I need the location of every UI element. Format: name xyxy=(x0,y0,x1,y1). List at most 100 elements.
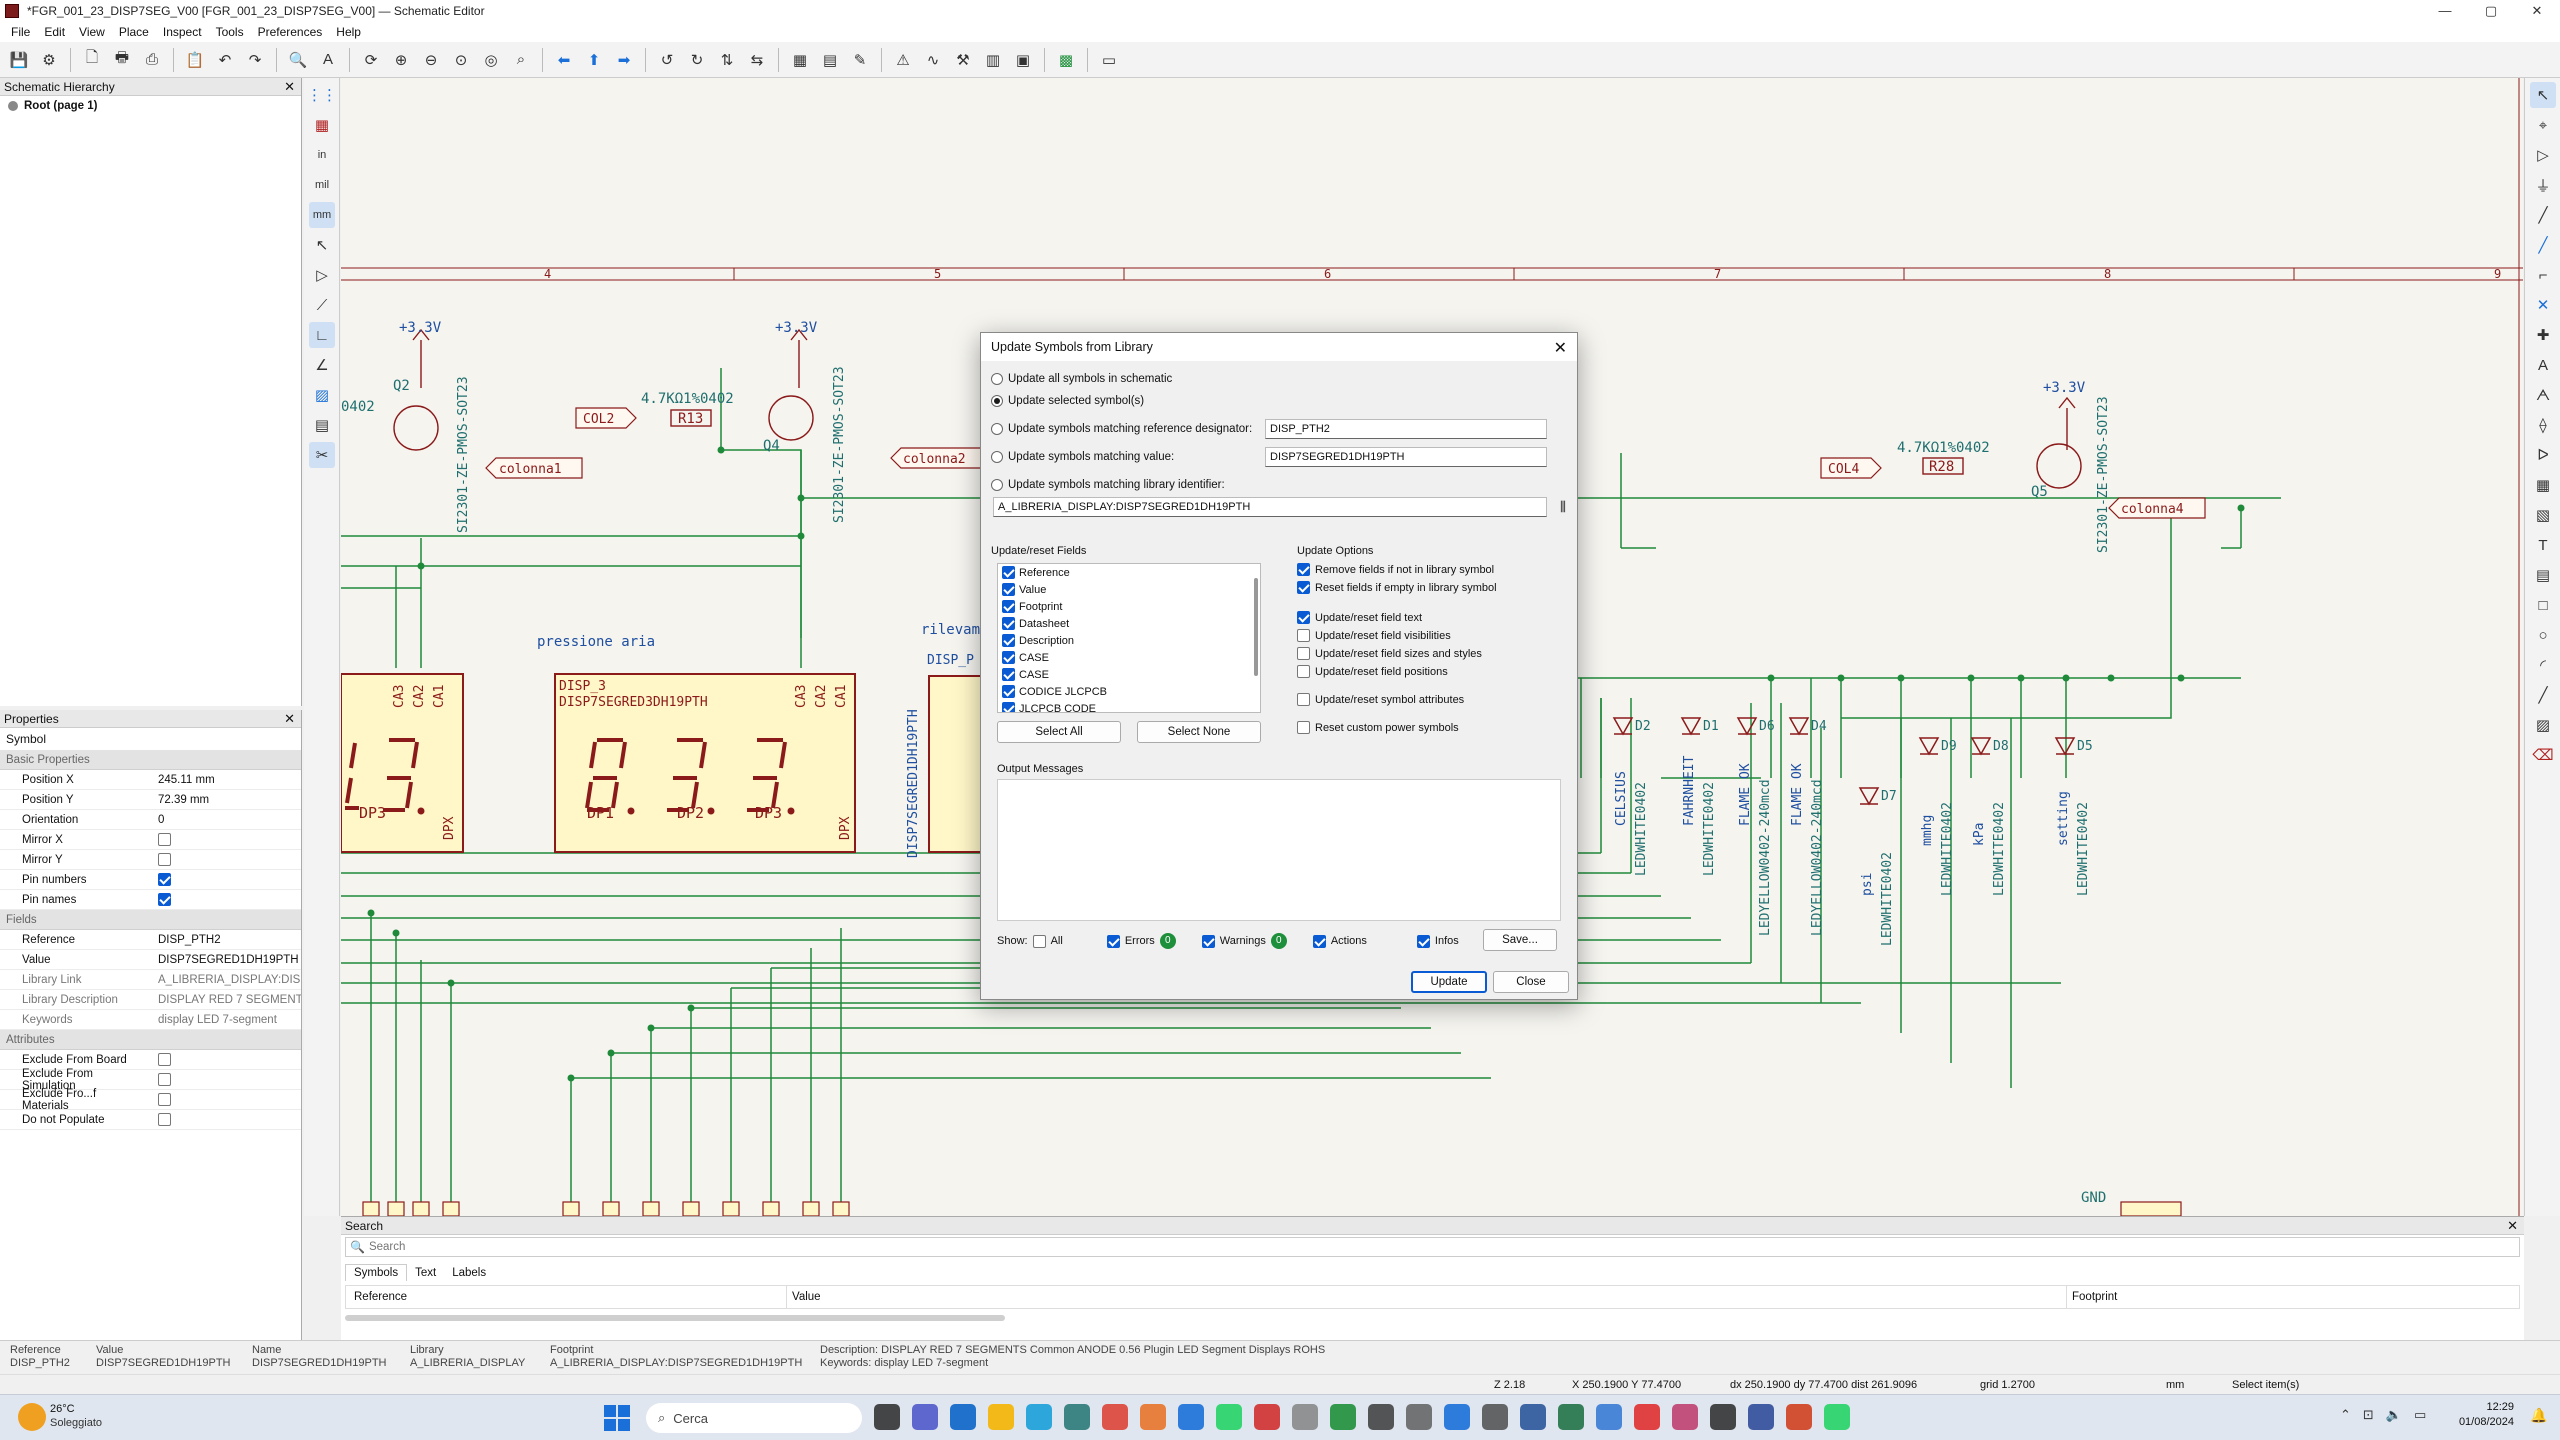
checkbox[interactable] xyxy=(158,1093,171,1106)
close-button[interactable]: Close xyxy=(1493,971,1569,993)
erc-icon[interactable]: ⚠ xyxy=(896,51,910,69)
bus-entry-icon[interactable]: ⌐ xyxy=(2538,266,2548,284)
teams-icon[interactable] xyxy=(912,1404,938,1430)
firefox-icon[interactable] xyxy=(1140,1404,1166,1430)
option-checkbox[interactable] xyxy=(1297,693,1310,706)
radio-match-libid[interactable] xyxy=(991,479,1003,491)
menu-file[interactable]: File xyxy=(11,25,31,39)
add-circle-icon[interactable]: ○ xyxy=(2538,626,2548,644)
print-icon[interactable]: 🖶 xyxy=(114,49,130,66)
option-checkbox[interactable] xyxy=(1297,665,1310,678)
refresh-icon[interactable]: ⟳ xyxy=(364,51,378,69)
property-checkbox[interactable] xyxy=(140,853,301,866)
page-settings-icon[interactable]: 🗋 xyxy=(85,49,99,66)
field-checkbox[interactable] xyxy=(1002,617,1015,630)
checkbox[interactable] xyxy=(158,893,171,906)
option-ref[interactable]: Update symbols matching reference design… xyxy=(991,423,1252,435)
update-option[interactable]: Reset fields if empty in library symbol xyxy=(1297,581,1497,594)
footprint-assign-icon[interactable]: ⚒ xyxy=(956,51,970,69)
explorer-icon[interactable] xyxy=(988,1404,1014,1430)
mail-icon[interactable] xyxy=(1444,1404,1470,1430)
column-footprint[interactable]: Footprint xyxy=(2072,1291,2118,1303)
junction-icon[interactable]: ✚ xyxy=(2536,327,2550,344)
delete-icon[interactable]: ⌫ xyxy=(2532,747,2554,764)
property-checkbox[interactable] xyxy=(140,833,301,846)
library-browse-icon[interactable]: ⫼ xyxy=(1560,499,1566,514)
outlook-icon[interactable] xyxy=(950,1404,976,1430)
property-row[interactable]: Mirror X xyxy=(0,830,301,850)
chrome-icon[interactable] xyxy=(1102,1404,1128,1430)
undo-icon[interactable]: ↶ xyxy=(218,51,232,69)
navigate-back-icon[interactable]: ⬅ xyxy=(557,51,571,69)
option-checkbox[interactable] xyxy=(1297,721,1310,734)
network-app-icon[interactable] xyxy=(1634,1404,1660,1430)
update-option[interactable]: Reset custom power symbols xyxy=(1297,721,1459,734)
property-value[interactable]: 72.39 mm xyxy=(158,793,210,806)
menu-edit[interactable]: Edit xyxy=(44,25,66,39)
menu-preferences[interactable]: Preferences xyxy=(257,25,323,39)
property-checkbox[interactable] xyxy=(140,1053,301,1066)
menu-inspect[interactable]: Inspect xyxy=(162,25,202,39)
close-window-button[interactable]: ✕ xyxy=(2531,3,2543,18)
update-option[interactable]: Update/reset field visibilities xyxy=(1297,629,1451,642)
plot-icon[interactable]: ⎙ xyxy=(145,51,158,68)
mirror-v-icon[interactable]: ⇅ xyxy=(720,51,734,69)
terminal-icon[interactable] xyxy=(1710,1404,1736,1430)
fields-scrollbar[interactable] xyxy=(1254,578,1258,676)
checkbox[interactable] xyxy=(158,1073,171,1086)
notepad-icon[interactable] xyxy=(1368,1404,1394,1430)
field-item[interactable]: CASE xyxy=(998,666,1260,683)
taskbar-search[interactable]: ⌕ Cerca xyxy=(646,1403,862,1433)
filter-warnings-checkbox[interactable] xyxy=(1201,934,1215,948)
net-class-icon[interactable]: ᗅ xyxy=(2535,386,2551,404)
search-scrollbar[interactable] xyxy=(345,1315,1005,1321)
field-item[interactable]: Value xyxy=(998,581,1260,598)
property-checkbox[interactable] xyxy=(140,1073,301,1086)
update-option[interactable]: Update/reset field positions xyxy=(1297,665,1448,678)
tab-text[interactable]: Text xyxy=(415,1267,437,1279)
close-icon[interactable]: ✕ xyxy=(284,711,295,726)
update-option[interactable]: Update/reset field sizes and styles xyxy=(1297,647,1482,660)
zoom-objects-icon[interactable]: ◎ xyxy=(484,51,498,69)
column-reference[interactable]: Reference xyxy=(354,1291,408,1303)
close-icon[interactable]: ✕ xyxy=(284,79,295,94)
field-item[interactable]: Datasheet xyxy=(998,615,1260,632)
option-libid[interactable]: Update symbols matching library identifi… xyxy=(991,479,1225,491)
output-messages[interactable] xyxy=(997,779,1561,921)
hierarchy-toggle-icon[interactable]: ▤ xyxy=(314,417,330,434)
property-checkbox[interactable] xyxy=(140,1113,301,1126)
minimize-button[interactable]: — xyxy=(2438,3,2452,18)
notifications-icon[interactable]: 🔔 xyxy=(2530,1407,2548,1423)
battery-icon[interactable]: ▭ xyxy=(2414,1407,2427,1422)
filter-infos-checkbox[interactable] xyxy=(1416,934,1430,948)
grid-icon[interactable]: ⋮⋮ xyxy=(307,87,337,104)
line-mode-45-icon[interactable]: ∠ xyxy=(315,357,329,374)
search-input[interactable] xyxy=(368,1241,2519,1253)
notes-icon[interactable] xyxy=(1064,1404,1090,1430)
property-group[interactable]: Attributes xyxy=(0,1030,301,1050)
zoom-in-icon[interactable]: ⊕ xyxy=(394,51,408,69)
field-checkbox[interactable] xyxy=(1002,583,1015,596)
field-checkbox[interactable] xyxy=(1002,634,1015,647)
line-mode-free-icon[interactable]: ⟋ xyxy=(316,296,328,314)
symbol-editor-icon[interactable]: ▦ xyxy=(792,51,808,69)
hierarchy-root[interactable]: Root (page 1) xyxy=(0,96,301,116)
find-replace-icon[interactable]: A xyxy=(322,51,333,68)
add-power-icon[interactable]: ⏚ xyxy=(2535,177,2551,195)
option-all[interactable]: Update all symbols in schematic xyxy=(991,373,1172,385)
tab-labels[interactable]: Labels xyxy=(452,1267,487,1279)
annotation-icon[interactable]: ▨ xyxy=(314,387,330,404)
files-icon[interactable] xyxy=(874,1404,900,1430)
checkbox[interactable] xyxy=(158,873,171,886)
app-icon[interactable] xyxy=(1292,1404,1318,1430)
tray-chevron-icon[interactable]: ⌃ xyxy=(2340,1407,2351,1422)
mirror-h-icon[interactable]: ⇆ xyxy=(750,51,764,69)
